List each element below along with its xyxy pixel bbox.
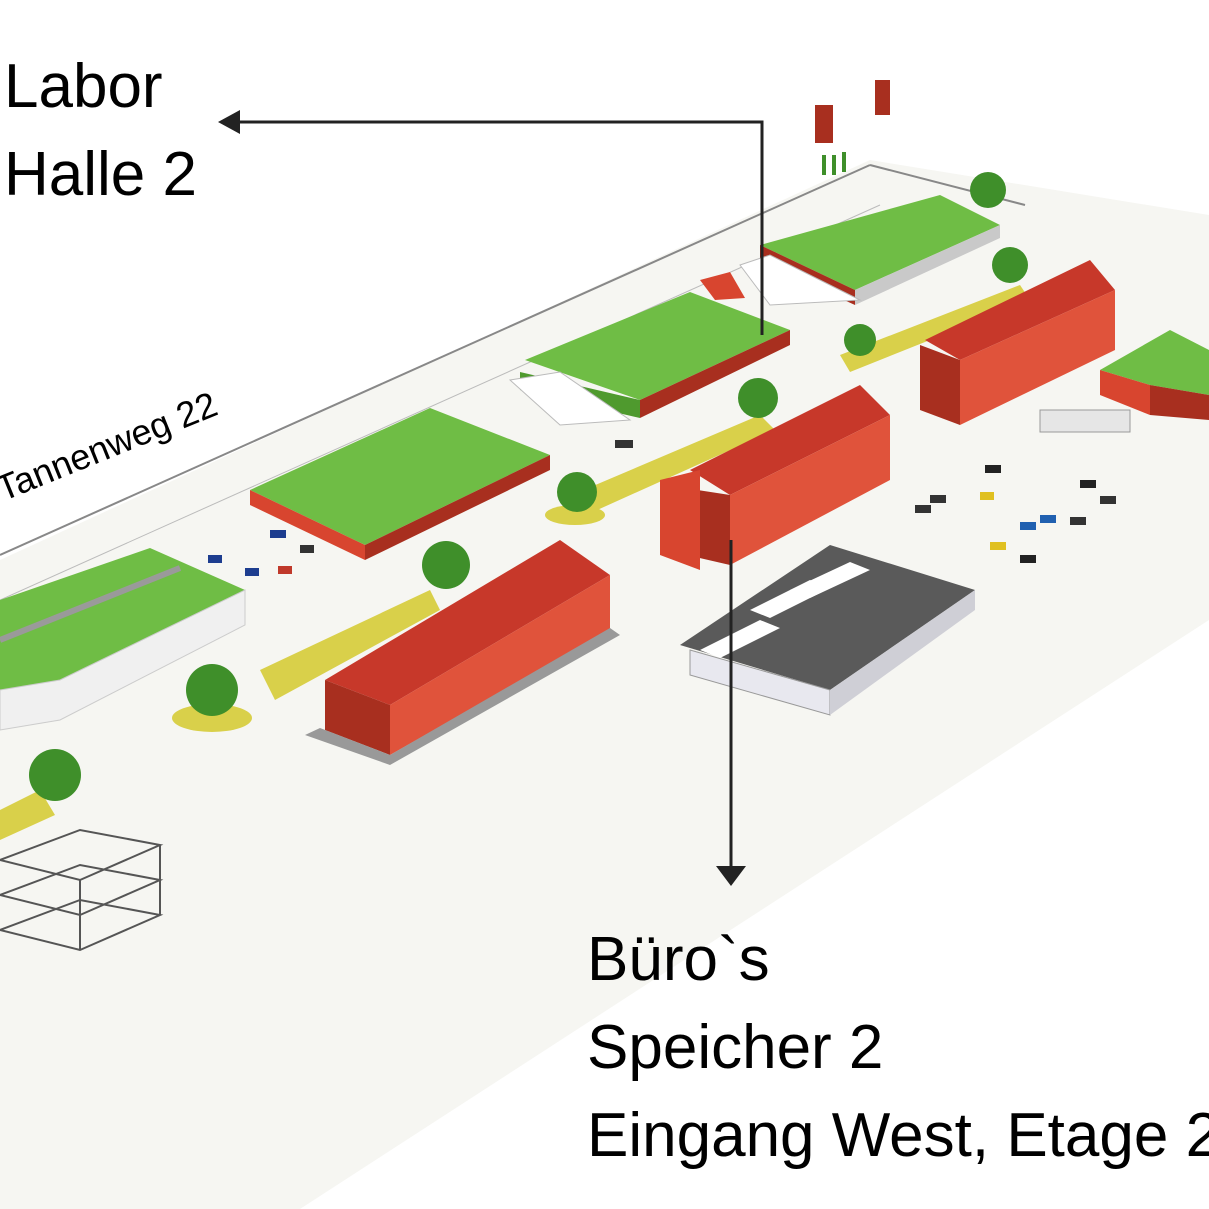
hall-far-1 — [739, 195, 1000, 306]
speicher-far — [920, 260, 1115, 425]
halle-2-label: Halle 2 — [4, 140, 197, 209]
parking-garage — [0, 828, 164, 952]
speicher-2-label: Speicher 2 — [587, 1013, 884, 1082]
speicher-2-buero — [660, 385, 890, 570]
car-icon — [208, 409, 1131, 576]
hall-labor-halle-2 — [508, 272, 790, 426]
hall-near-left — [0, 548, 246, 731]
arrow-left-icon — [218, 110, 764, 335]
hall-middle — [250, 408, 550, 560]
signs — [815, 80, 890, 175]
speicher-near — [305, 540, 620, 765]
ground — [0, 160, 1209, 1209]
tree-icon — [29, 172, 1028, 801]
entrance-label: Eingang West, Etage 2 — [587, 1101, 1209, 1170]
hall-right-edge — [1100, 330, 1209, 420]
paths — [0, 285, 1030, 840]
labor-label: Labor — [4, 52, 163, 121]
gray-hall — [680, 545, 975, 716]
buero-label: Büro`s — [587, 925, 770, 994]
arrow-down-icon — [716, 540, 746, 886]
